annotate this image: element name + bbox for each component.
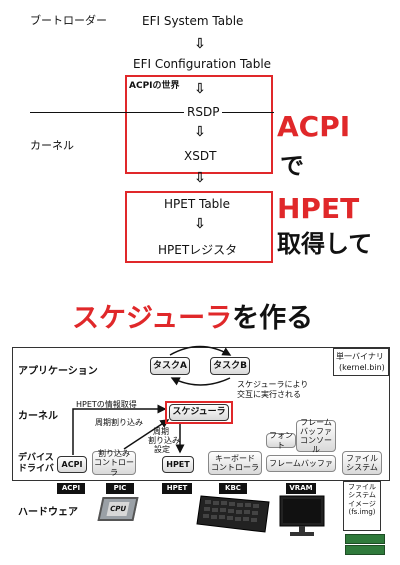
get-text: 取得して — [277, 230, 373, 258]
single-binary-text-2: (kernel.bin) — [339, 363, 385, 372]
task-b: タスクB — [210, 357, 250, 375]
architecture-frame — [12, 347, 390, 481]
monitor-icon — [279, 495, 325, 536]
fs-image-box: ファイル システム イメージ (fs.img) — [343, 481, 381, 531]
hw-label-hpet: HPET — [162, 483, 192, 494]
down-arrow-icon: ⇩ — [194, 170, 206, 186]
de-text: で — [280, 152, 304, 180]
driver-fs-text-1: ファイル — [346, 453, 378, 463]
hw-label-acpi: ACPI — [57, 483, 85, 494]
cpu-chip-label: CPU — [106, 502, 130, 516]
heading-part2: を作る — [232, 303, 314, 334]
acpi-big-text: ACPI — [277, 110, 351, 143]
driver-kbd-text-1: キーボード — [215, 453, 255, 463]
scheduler-note-2: 交互に実行される — [237, 390, 301, 399]
irq-setting-3: 設定 — [154, 445, 170, 454]
driver-fs-text-2: システム — [346, 463, 378, 472]
fs-image-text-1: ファイル — [348, 483, 376, 491]
font-box: フォント — [266, 431, 296, 450]
task-a: タスクA — [150, 357, 190, 375]
hw-label-kbc: KBC — [219, 483, 247, 494]
fs-image-text-4: (fs.img) — [348, 508, 376, 517]
down-arrow-icon: ⇩ — [194, 216, 206, 232]
single-binary-box — [333, 348, 389, 376]
kernel-label: カーネル — [30, 139, 74, 152]
hw-label-vram: VRAM — [286, 483, 316, 494]
hw-label-pic: PIC — [106, 483, 134, 494]
down-arrow-icon: ⇩ — [194, 124, 206, 140]
scheduler-box: スケジューラ — [169, 404, 229, 421]
hpet-box — [125, 191, 273, 263]
heading-part1: スケジューラ — [72, 303, 233, 334]
driver-hpet: HPET — [162, 456, 194, 473]
scheduler-heading: スケジューラを作る — [72, 296, 313, 335]
memory-stick-icon — [345, 534, 385, 544]
bootloader-label: ブートローダー — [30, 14, 107, 27]
down-arrow-icon: ⇩ — [194, 36, 206, 52]
scheduler-note-1: スケジューラにより — [237, 380, 309, 389]
efi-system-table: EFI System Table — [142, 14, 244, 28]
hpet-big-text: HPET — [277, 192, 360, 225]
fb-console-text-1: フレーム — [300, 417, 332, 427]
fs-image-text-2: システム — [348, 491, 376, 500]
driver-framebuffer: フレームバッファ — [266, 455, 336, 472]
hpet-register-label: HPETレジスタ — [158, 243, 238, 257]
cpu-chip-icon: CPU — [97, 497, 139, 521]
memory-stick-icon — [345, 545, 385, 555]
acpi-world-box — [125, 75, 273, 174]
driver-filesystem: ファイル システム — [342, 451, 382, 475]
cycle-arrow-bottom — [170, 377, 231, 386]
driver-acpi: ACPI — [57, 456, 87, 473]
driver-irq-text-1: 割り込み — [98, 449, 130, 459]
driver-kbd-text-2: コントローラ — [211, 463, 259, 472]
row-label-application: アプリケーション — [18, 366, 98, 377]
fb-console-text-3: コンソール — [300, 436, 332, 455]
periodic-irq-arrow — [123, 419, 170, 450]
driver-keyboard-controller: キーボード コントローラ — [208, 451, 262, 475]
row-label-driver-2: ドライバ — [18, 464, 54, 474]
efi-configuration-table: EFI Configuration Table — [133, 57, 272, 71]
irq-setting-2: 割り込み — [148, 436, 180, 445]
single-binary-text-1: 単一バイナリ — [336, 352, 384, 361]
keyboard-icon — [196, 495, 270, 533]
scheduler-highlight — [165, 401, 233, 424]
row-label-driver-1: デバイス — [18, 453, 54, 463]
hpet-info-label: HPETの情報取得 — [76, 400, 137, 409]
row-label-hardware: ハードウェア — [18, 507, 78, 518]
rsdp-label: RSDP — [184, 105, 223, 119]
hpet-table-label: HPET Table — [164, 197, 231, 211]
periodic-irq-label: 周期割り込み — [95, 418, 143, 427]
fb-console-text-2: バッファ — [300, 426, 332, 436]
driver-irq-text-2: コントローラ — [94, 458, 134, 477]
fb-console-box: フレーム バッファ コンソール — [296, 417, 336, 455]
xsdt-label: XSDT — [184, 149, 217, 163]
irq-setting-1: 周期 — [153, 427, 169, 436]
down-arrow-icon: ⇩ — [194, 81, 206, 97]
driver-irq-controller: 割り込み コントローラ — [92, 449, 136, 477]
boundary-line — [30, 112, 274, 113]
row-label-kernel: カーネル — [18, 411, 58, 422]
fs-image-text-3: イメージ — [348, 499, 376, 508]
acpi-world-label: ACPIの世界 — [129, 81, 180, 91]
hpet-info-arrow — [72, 404, 167, 455]
cycle-arrow-top — [169, 345, 232, 356]
